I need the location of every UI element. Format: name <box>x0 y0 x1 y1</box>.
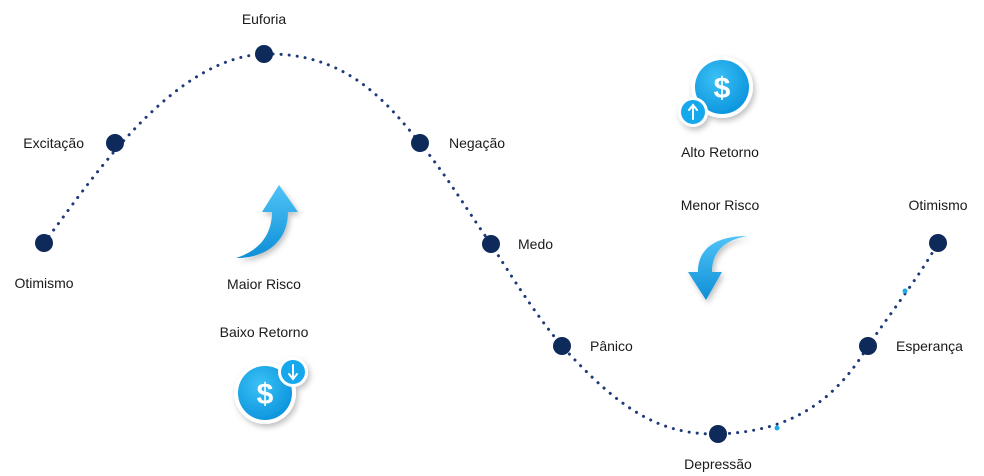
coin-dollar-symbol: $ <box>714 72 731 105</box>
stage-dot-medo <box>482 235 500 253</box>
stage-dot-otimismo-start <box>35 234 53 252</box>
stage-dot-esperanca <box>859 337 877 355</box>
curved-down-arrow-icon <box>688 236 748 300</box>
stage-dot-depressao <box>709 425 727 443</box>
stage-label-negacao: Negação <box>449 135 505 151</box>
menor-risco-label: Menor Risco <box>681 197 760 213</box>
stage-dot-excitacao <box>106 134 124 152</box>
dollar-coin-down-icon: $ <box>234 357 308 424</box>
curve-accent-dot <box>774 425 780 431</box>
stage-label-euforia: Euforia <box>242 11 287 27</box>
maior-risco-label: Maior Risco <box>227 276 301 292</box>
curved-up-arrow-icon <box>236 185 298 258</box>
dollar-coin-up-icon: $ <box>678 56 753 127</box>
stage-dot-negacao <box>411 134 429 152</box>
stage-label-panico: Pânico <box>590 338 633 354</box>
stage-label-medo: Medo <box>518 236 553 252</box>
curve-accent-dot <box>902 288 908 294</box>
stage-label-otimismo-start: Otimismo <box>14 275 73 291</box>
stage-label-esperanca: Esperança <box>896 338 963 354</box>
baixo-retorno-label: Baixo Retorno <box>220 324 309 340</box>
stage-dot-otimismo-end <box>929 234 947 252</box>
coin-dollar-symbol: $ <box>257 378 274 411</box>
stage-label-otimismo-end: Otimismo <box>908 197 967 213</box>
stage-label-excitacao: Excitação <box>23 135 84 151</box>
alto-retorno-label: Alto Retorno <box>681 144 759 160</box>
stage-dot-panico <box>553 337 571 355</box>
stage-label-depressao: Depressão <box>684 456 752 472</box>
stage-dot-euforia <box>255 45 273 63</box>
